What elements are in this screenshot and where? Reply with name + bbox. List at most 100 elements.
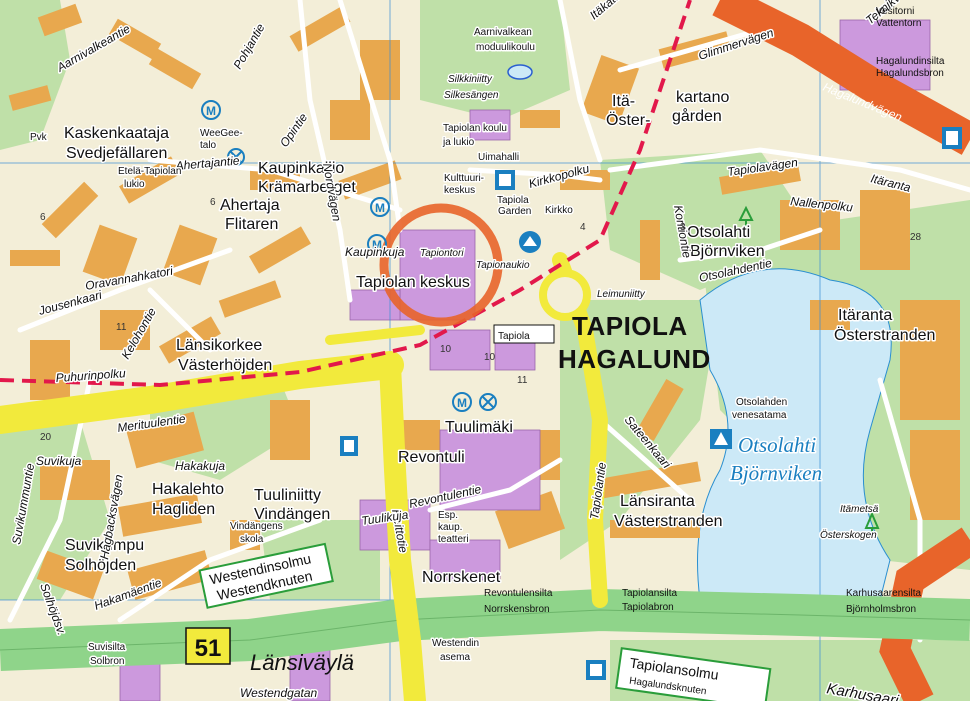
swimming-icon [495, 170, 515, 190]
district-label: Suvikumpu [65, 537, 144, 554]
metro-icon[interactable]: M [452, 392, 472, 412]
district-label: Ahertaja [220, 197, 280, 214]
district-label: Västerstranden [614, 513, 723, 530]
district-label: Länsikorkee [176, 337, 262, 354]
metro-icon[interactable]: M [370, 197, 390, 217]
poi-label: Tapiolan koulu [443, 123, 507, 134]
svg-text:11: 11 [517, 375, 528, 386]
poi-label: WeeGee- [200, 128, 243, 139]
poi-label: Aarnivalkean [474, 27, 532, 38]
otsolahti-bay [697, 268, 892, 601]
street-label: Suvikuja [36, 454, 82, 468]
museum-icon [942, 127, 962, 149]
district-label: gården [672, 107, 722, 125]
svg-text:M: M [372, 238, 382, 252]
poi-label: Silkkiniitty [448, 74, 493, 85]
bridge-label: Suvisilta [88, 642, 126, 653]
highway-number: 51 [195, 635, 222, 662]
poi-label: Pvk [30, 132, 48, 143]
poi-label: Etelä-Tapiolan [118, 166, 181, 177]
street-label: Kaupinkuja [345, 245, 405, 259]
district-label: Länsiranta [620, 493, 695, 510]
street-label: Hakakuja [175, 459, 225, 473]
district-label: Björnviken [690, 243, 765, 260]
harbour-icon [710, 429, 732, 449]
poi-label: teatteri [438, 534, 469, 545]
svg-text:M: M [375, 201, 385, 215]
poi-label: Itämetsä [840, 504, 879, 515]
poi-label: Leimuniitty [597, 289, 646, 300]
bridge-label: Revontulensilta [484, 588, 553, 599]
water-label: Otsolahti [738, 433, 816, 457]
poi-label: Otsolahden [736, 397, 787, 408]
svg-text:M: M [206, 104, 216, 118]
poi-label: Silkesängen [444, 90, 499, 101]
poi-label: Kirkko [545, 205, 573, 216]
poi-label: Vesitorni [876, 6, 914, 17]
poi-label: asema [440, 652, 470, 663]
water-label: Björnviken [730, 461, 822, 485]
poi-label: talo [200, 140, 217, 151]
district-label: Kaupinkallio [258, 160, 344, 177]
poi-label: Kulttuuri- [444, 173, 484, 184]
poi-label: kaup. [438, 522, 462, 533]
tapiolansolmu-box: Tapiolansolmu Hagalundsknuten [615, 647, 772, 701]
poi-label: Esp. [438, 510, 458, 521]
tapiola-center-marker[interactable] [379, 203, 503, 327]
poi-label: Uimahalli [478, 152, 519, 163]
district-label: Kaskenkaataja [64, 125, 169, 142]
street-label: Westendgatan [240, 686, 317, 700]
district-label: Österstranden [834, 326, 935, 344]
poi-label: Vattentorn [876, 18, 921, 29]
poi-label: Tapiontori [420, 248, 464, 259]
poi-label: venesatama [732, 410, 787, 421]
poi-label: keskus [444, 185, 475, 196]
poi-label: Garden [498, 206, 531, 217]
bridge-label: Karhusaarensilta [846, 588, 921, 599]
poi-label: Tapionaukio [476, 260, 530, 271]
poi-label: moduulikoulu [476, 42, 535, 53]
district-label: Tuuliniitty [254, 487, 321, 504]
bridge-label: Norrskensbron [484, 604, 550, 615]
bridge-label: Tapiolabron [622, 602, 674, 613]
svg-text:11: 11 [116, 322, 127, 333]
svg-text:6: 6 [210, 197, 216, 208]
district-label: Västerhöjden [178, 357, 272, 374]
bridge-label: Hagalundsbron [876, 68, 944, 79]
district-label: Svedjefällaren [66, 145, 167, 162]
svg-text:10: 10 [484, 352, 496, 363]
poi-label: Vindängens [230, 521, 283, 532]
svg-text:M: M [457, 396, 467, 410]
svg-text:20: 20 [40, 432, 52, 443]
district-label: Tuulimäki [445, 419, 513, 436]
bridge-label: Solbron [90, 656, 124, 667]
roundabout [539, 269, 591, 321]
area-title-fi: TAPIOLA [572, 311, 688, 341]
pond [507, 64, 533, 80]
bridge-label: Björnholmsbron [846, 604, 916, 615]
museum-icon [340, 436, 358, 456]
metro-icon[interactable]: M [367, 234, 387, 254]
bridge-label: Hagalundinsilta [876, 56, 945, 67]
svg-text:3: 3 [680, 222, 686, 233]
water-areas [507, 64, 892, 601]
district-label: Otsolahti [687, 224, 750, 241]
district-label: Solhöjden [65, 557, 136, 574]
district-label: Itä- [612, 93, 635, 110]
museum-icon [586, 660, 606, 680]
district-label: Flitaren [225, 216, 278, 233]
area-title-sv: HAGALUND [558, 344, 711, 374]
metro-icon[interactable]: M [201, 100, 221, 120]
district-label: Öster- [606, 111, 650, 129]
poi-label: Westendin [432, 638, 479, 649]
school-icon [227, 148, 497, 411]
poi-label: skola [240, 534, 264, 545]
svg-text:10: 10 [440, 344, 452, 355]
poi-label: lukio [124, 179, 145, 190]
poi-label: Tapiola [497, 195, 529, 206]
poi-label: ja lukio [442, 137, 475, 148]
tapiola-station-box [493, 324, 555, 344]
street-label: Länsiväylä [250, 650, 354, 675]
